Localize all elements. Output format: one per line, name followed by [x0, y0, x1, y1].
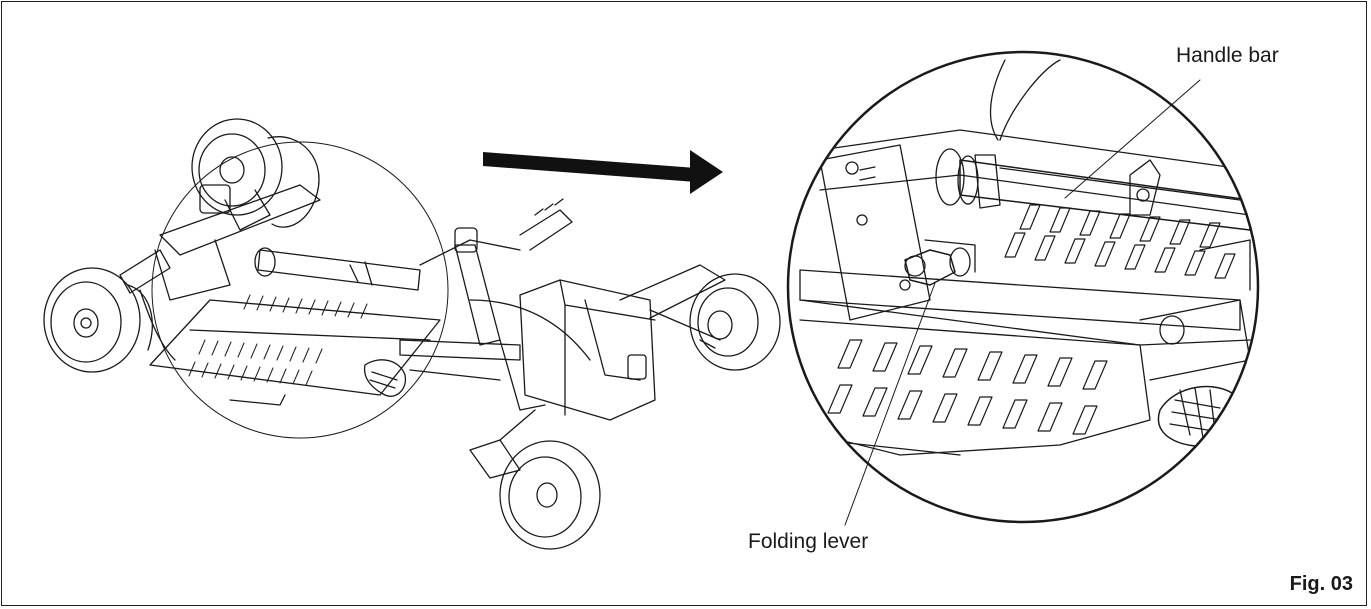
leader-line-folding-lever [844, 282, 936, 526]
folding-lever-label: Folding lever [748, 530, 869, 553]
rear-top-wheel [191, 118, 320, 228]
steering-column [419, 198, 573, 411]
grip-detail [1157, 385, 1243, 447]
detail-area-circle [151, 141, 449, 439]
handle-bar-overview [254, 247, 421, 291]
grip-left [363, 359, 407, 397]
figure-number: Fig. 03 [1289, 573, 1353, 595]
floor-deck-overview [149, 294, 441, 406]
detail-magnified [786, 50, 1260, 524]
folding-lever-part [904, 239, 976, 286]
lower-frame [399, 299, 591, 381]
front-bottom-wheel [469, 409, 601, 550]
battery-pack [519, 279, 656, 421]
direction-arrow [483, 150, 723, 194]
handle-bar-label: Handle bar [1176, 44, 1279, 67]
front-right-arm [619, 264, 726, 341]
front-right-wheel [689, 273, 781, 371]
rear-frame [119, 184, 321, 361]
rear-left-wheel [43, 267, 153, 373]
leader-line-handle-bar [1064, 79, 1201, 199]
scooter-overview [43, 118, 781, 550]
